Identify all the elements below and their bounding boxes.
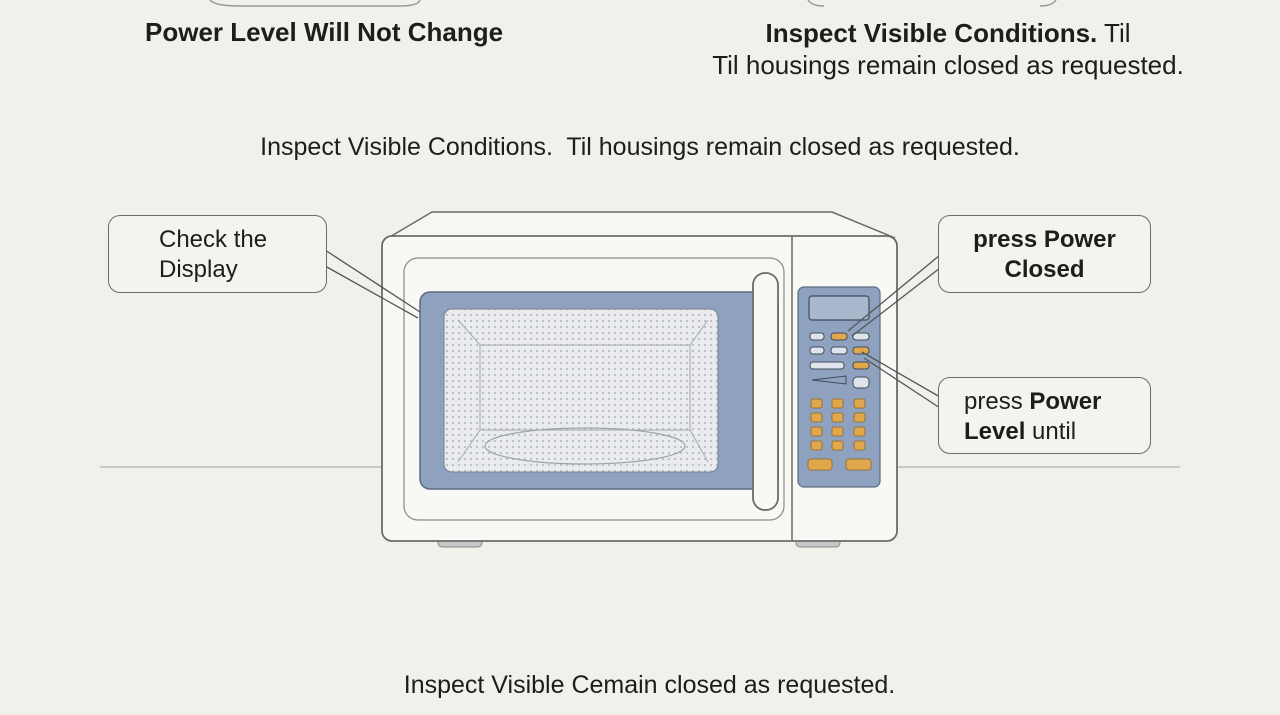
microwave-top bbox=[385, 211, 896, 239]
stop-key[interactable] bbox=[807, 458, 833, 471]
top-remnant-right bbox=[807, 0, 1057, 7]
bottom-caption: Inspect Visible Cemain closed as request… bbox=[403, 671, 896, 699]
top-left-heading: Power Level Will Not Change bbox=[145, 17, 504, 47]
keypad-key[interactable] bbox=[853, 398, 866, 409]
door-handle[interactable] bbox=[752, 272, 779, 511]
keypad-key[interactable] bbox=[853, 426, 866, 437]
callout-level-line1: press Power bbox=[964, 387, 1150, 417]
function-button[interactable] bbox=[852, 332, 870, 341]
keypad-key[interactable] bbox=[853, 412, 866, 423]
keypad-key[interactable] bbox=[810, 426, 823, 437]
dial-slot bbox=[811, 375, 847, 385]
function-buttons bbox=[809, 332, 870, 389]
keypad-key[interactable] bbox=[853, 440, 866, 451]
function-button[interactable] bbox=[830, 346, 848, 355]
oven-interior-lines bbox=[457, 319, 709, 463]
keypad-key[interactable] bbox=[831, 440, 844, 451]
keypad-key[interactable] bbox=[831, 412, 844, 423]
turntable bbox=[484, 427, 686, 465]
display-screen bbox=[808, 295, 870, 321]
top-remnant-left bbox=[209, 0, 421, 7]
power-level-button[interactable] bbox=[852, 346, 870, 355]
keypad-key[interactable] bbox=[810, 440, 823, 451]
start-key[interactable] bbox=[845, 458, 872, 471]
leader-display bbox=[324, 249, 421, 319]
top-right-heading-rest: Til bbox=[1097, 18, 1131, 48]
callout-press-power-level: press Power Level until bbox=[938, 377, 1151, 454]
callout-level-word1: press bbox=[964, 388, 1030, 415]
function-button[interactable] bbox=[852, 376, 870, 389]
leader-closed bbox=[847, 254, 941, 337]
callout-level-rest2: until bbox=[1025, 418, 1077, 445]
window-mesh bbox=[443, 308, 719, 473]
function-button[interactable] bbox=[809, 346, 825, 355]
function-button[interactable] bbox=[852, 361, 870, 370]
callout-closed-line2: Closed bbox=[1004, 256, 1085, 283]
callout-level-bold1: Power bbox=[1029, 388, 1102, 415]
callout-level-bold2: Level bbox=[964, 418, 1026, 445]
callout-level-line2: Level until bbox=[964, 417, 1150, 447]
keypad-key[interactable] bbox=[831, 426, 844, 437]
keypad-key[interactable] bbox=[810, 412, 823, 423]
power-button[interactable] bbox=[830, 332, 848, 341]
keypad-key[interactable] bbox=[831, 398, 844, 409]
top-right-heading: Inspect Visible Conditions. Til bbox=[712, 17, 1184, 49]
function-button[interactable] bbox=[809, 332, 825, 341]
top-right-heading-bold: Inspect Visible Conditions. bbox=[765, 18, 1098, 48]
callout-display-line1: Check the bbox=[159, 226, 268, 253]
callout-press-power-closed: press Power Closed bbox=[938, 215, 1151, 293]
callout-display-line2: Display bbox=[159, 256, 238, 283]
function-button[interactable] bbox=[809, 361, 845, 370]
callout-closed-line1: press Power bbox=[973, 226, 1116, 253]
callout-leaders bbox=[324, 249, 941, 409]
top-right-subline: Til housings remain closed as requested. bbox=[712, 50, 1184, 80]
top-right-block: Inspect Visible Conditions. Til Til hous… bbox=[712, 17, 1184, 81]
keypad-key[interactable] bbox=[810, 398, 823, 409]
leader-level bbox=[861, 351, 941, 409]
number-keypad bbox=[807, 398, 872, 471]
door-frame bbox=[403, 257, 785, 521]
middle-caption: Inspect Visible Conditions. Til housings… bbox=[260, 133, 1020, 161]
callout-check-display: Check the Display bbox=[108, 215, 327, 293]
